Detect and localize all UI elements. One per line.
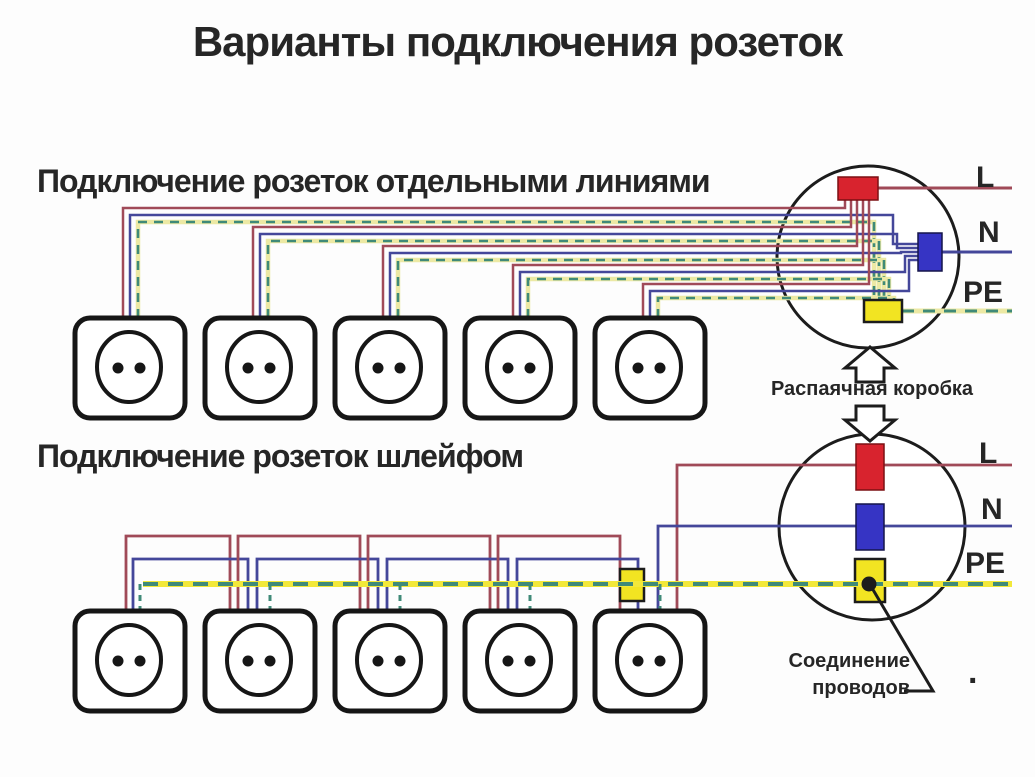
socket-pin-hole-right — [264, 655, 276, 667]
socket-pin-hole-right — [524, 655, 536, 667]
socket-pin-hole-right — [394, 362, 406, 374]
d1-cable1-PE-green — [136, 220, 876, 318]
d2-label-N: N — [981, 493, 1003, 526]
socket-pin-hole-right — [524, 362, 536, 374]
d1-cable4-PE-green — [526, 277, 891, 318]
arrow-down-icon — [840, 404, 900, 443]
socket-pin-hole-right — [654, 362, 666, 374]
socket-row1-3 — [332, 315, 448, 421]
d1-label-PE: PE — [963, 276, 1004, 309]
socket-pin-hole-left — [632, 655, 644, 667]
d1-cable1-N — [128, 213, 918, 318]
d2-loop3-L — [366, 534, 492, 611]
page-title: Варианты подключения розеток — [192, 18, 843, 65]
d2-loop1-L — [124, 534, 232, 611]
socket-row1-1 — [72, 315, 188, 421]
socket-well — [355, 623, 423, 697]
wire-connection-label-line2: проводов — [812, 677, 910, 699]
socket-well — [355, 330, 423, 404]
socket-well — [95, 330, 163, 404]
socket-pin-hole-right — [654, 655, 666, 667]
annotation-leader-line — [870, 587, 936, 693]
d2-label-L: L — [979, 437, 998, 470]
d1-cable5-L — [641, 200, 871, 318]
d1-cable3-N — [388, 250, 918, 318]
socket-row1-5 — [592, 315, 708, 421]
trailing-period: . — [968, 653, 978, 691]
socket-pin-hole-right — [264, 362, 276, 374]
socket-row2-4 — [462, 608, 578, 714]
socket-row2-1 — [72, 608, 188, 714]
socket-pin-hole-left — [502, 655, 514, 667]
socket-pin-hole-right — [134, 655, 146, 667]
d1-label-N: N — [978, 216, 1000, 249]
wire-connection-label-line1: Соединение — [788, 650, 910, 672]
socket-well — [225, 330, 293, 404]
socket-row1-4 — [462, 315, 578, 421]
d1-cable4-L — [511, 200, 865, 318]
socket-well — [615, 623, 683, 697]
diagram2-heading: Подключение розеток шлейфом — [37, 438, 524, 474]
socket-pin-hole-left — [502, 362, 514, 374]
junction-box-label: Распаячная коробка — [770, 378, 974, 400]
d1-cable1-PE-yellow — [135, 219, 877, 318]
socket-pin-hole-left — [242, 655, 254, 667]
d1-cable4-N — [518, 254, 918, 318]
socket-pin-hole-left — [632, 362, 644, 374]
socket-row2-3 — [332, 608, 448, 714]
socket-well — [485, 330, 553, 404]
d1-cable2-N — [258, 232, 918, 318]
d1-cable2-L — [251, 200, 853, 318]
socket-pin-hole-left — [372, 655, 384, 667]
d1-cable1-L — [121, 200, 847, 318]
d1-cable2-PE-green — [266, 239, 881, 318]
arrow-up-icon — [840, 345, 900, 384]
d1-terminal-PE — [862, 298, 904, 324]
d2-terminal-L — [855, 443, 885, 491]
socket-pin-hole-right — [394, 655, 406, 667]
diagram1-heading: Подключение розеток отдельными линиями — [37, 163, 711, 199]
socket-well — [225, 623, 293, 697]
socket-row2-5 — [592, 608, 708, 714]
socket-pin-hole-left — [242, 362, 254, 374]
socket-row1-2 — [202, 315, 318, 421]
socket-pin-hole-left — [112, 362, 124, 374]
socket-well — [615, 330, 683, 404]
socket-row2-2 — [202, 608, 318, 714]
socket-well — [95, 623, 163, 697]
d1-cable3-L — [381, 200, 859, 318]
socket-pin-hole-left — [372, 362, 384, 374]
socket-well — [485, 623, 553, 697]
d1-terminal-N — [917, 232, 943, 272]
socket-pin-hole-right — [134, 362, 146, 374]
d1-terminal-L — [837, 176, 879, 201]
d2-terminal-N — [855, 503, 885, 551]
socket-pin-hole-left — [112, 655, 124, 667]
d2-loop2-L — [236, 534, 362, 611]
d1-cable5-N — [648, 258, 918, 318]
d1-label-L: L — [976, 161, 995, 194]
d2-feeder-L — [675, 463, 1012, 611]
d2-label-PE: PE — [965, 547, 1006, 580]
